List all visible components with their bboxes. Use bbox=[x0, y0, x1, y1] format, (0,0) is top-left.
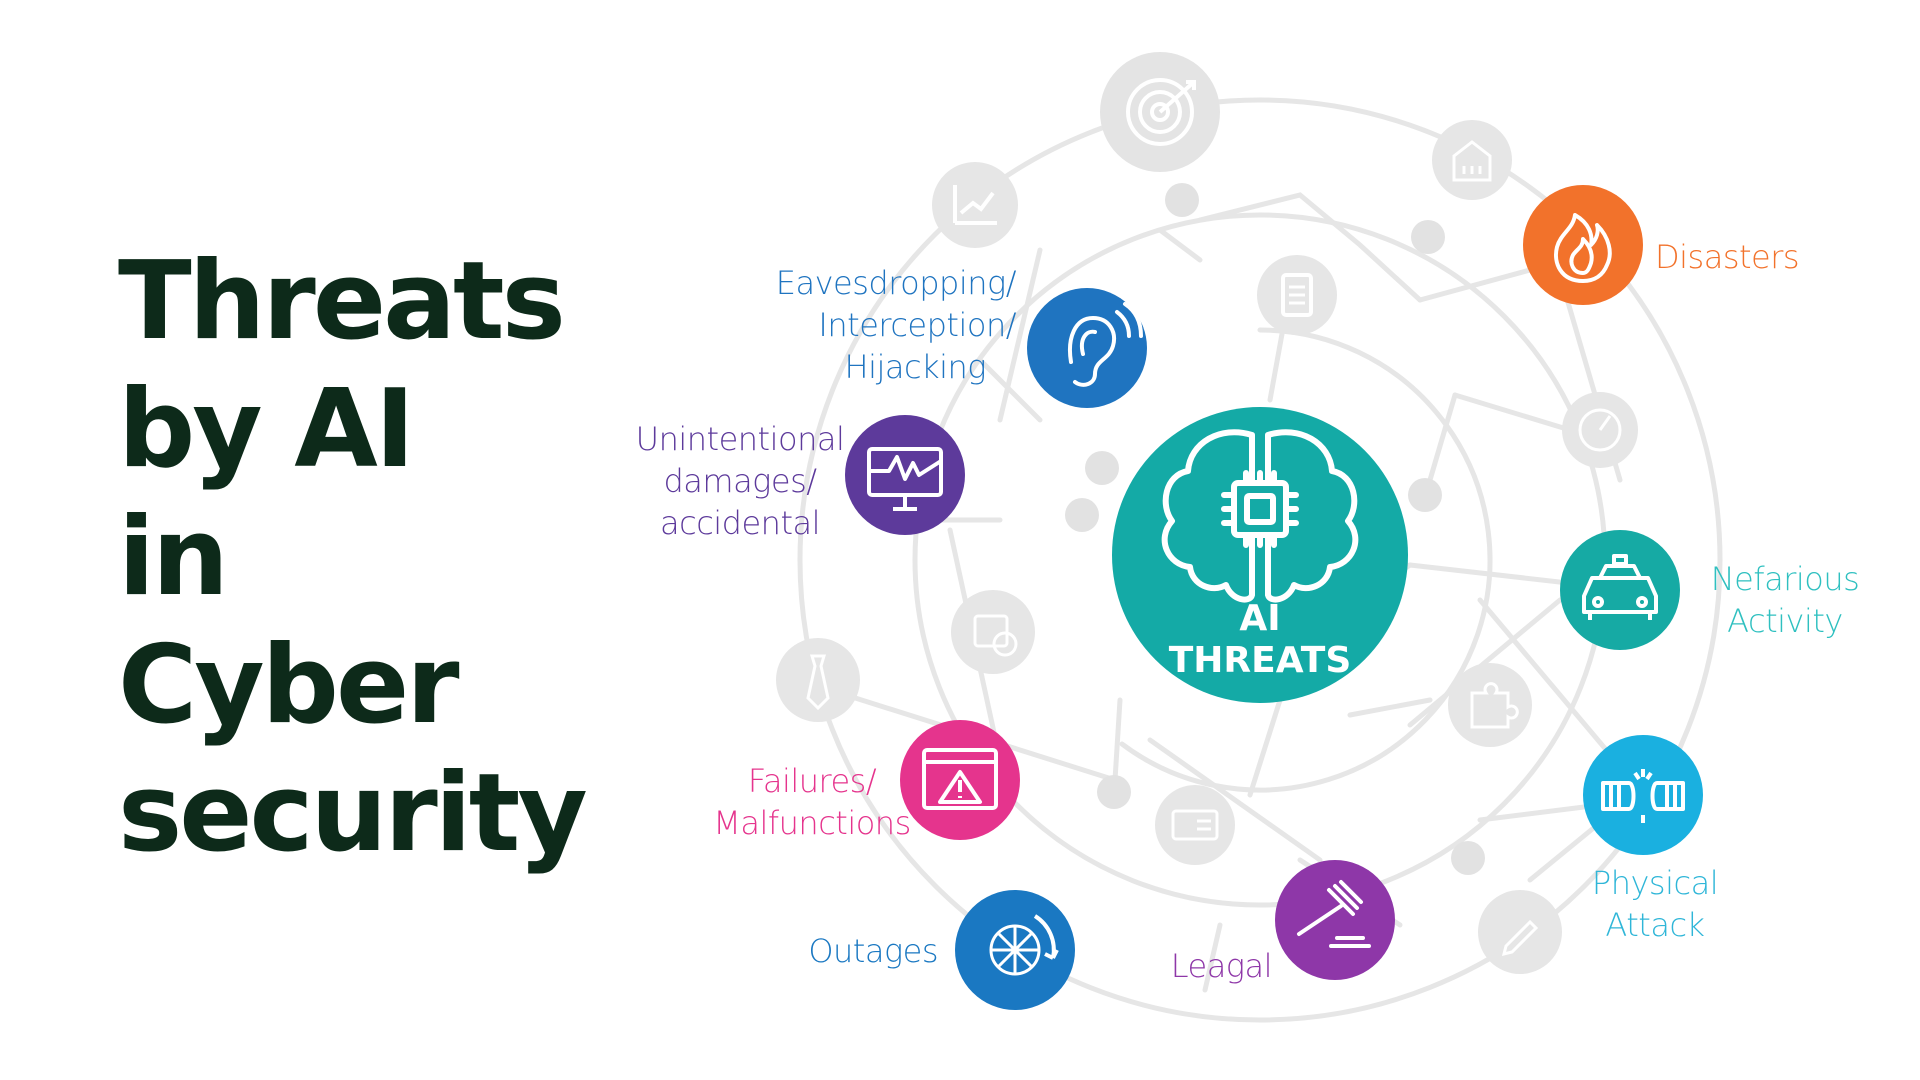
label-line: damages/ bbox=[663, 462, 817, 500]
label-line: Failures/ bbox=[747, 762, 877, 800]
node-dot bbox=[1408, 478, 1442, 512]
title-line: security bbox=[118, 751, 588, 876]
label-line: Leagal bbox=[1170, 947, 1273, 985]
puzzle-icon bbox=[1448, 663, 1532, 747]
label-line: accidental bbox=[659, 504, 821, 542]
broken-monitor-icon bbox=[867, 447, 943, 511]
label-line: Physical bbox=[1591, 864, 1719, 902]
label-line: Unintentional bbox=[635, 420, 845, 458]
title-line: Threats bbox=[118, 239, 566, 364]
id-card-icon bbox=[1155, 785, 1235, 865]
outages-label: Outages bbox=[808, 930, 938, 972]
gavel-icon bbox=[1297, 880, 1371, 948]
eavesdropping-node bbox=[1027, 288, 1147, 408]
node-dot bbox=[1097, 775, 1131, 809]
warning-window-icon bbox=[922, 748, 998, 810]
nefarious-node bbox=[1560, 530, 1680, 650]
physical-label: Physical Attack bbox=[1570, 862, 1740, 946]
small-nodes bbox=[1065, 183, 1485, 875]
chart-icon bbox=[932, 162, 1018, 248]
label-line: Outages bbox=[808, 932, 938, 970]
unintentional-node bbox=[845, 415, 965, 535]
eavesdropping-label: Eavesdropping/ Interception/ Hijacking bbox=[775, 262, 1017, 388]
physical-node bbox=[1583, 735, 1703, 855]
clipboard-icon bbox=[1257, 255, 1337, 335]
outages-node bbox=[955, 890, 1075, 1010]
node-dot bbox=[1085, 451, 1119, 485]
ear-icon bbox=[1068, 302, 1143, 387]
unintentional-label: Unintentional damages/ accidental bbox=[630, 418, 850, 544]
label-line: Activity bbox=[1727, 602, 1843, 640]
title-line: in bbox=[118, 495, 229, 620]
target-icon bbox=[1100, 52, 1220, 172]
label-line: Disasters bbox=[1655, 238, 1800, 276]
title-line: Cyber bbox=[118, 623, 459, 748]
hub-node: AI THREATS bbox=[1112, 407, 1408, 703]
title-line: by AI bbox=[118, 367, 415, 492]
legal-node bbox=[1275, 860, 1395, 980]
legal-label: Leagal bbox=[1170, 945, 1273, 987]
node-dot bbox=[1165, 183, 1199, 217]
label-line: Hijacking bbox=[844, 348, 987, 386]
label-line: Malfunctions bbox=[713, 804, 911, 842]
hub-circle bbox=[1112, 407, 1408, 703]
brain-chip-icon bbox=[1161, 429, 1359, 603]
node-dot bbox=[1451, 841, 1485, 875]
calendar-icon bbox=[951, 590, 1035, 674]
building-icon bbox=[1432, 120, 1512, 200]
failures-label: Failures/ Malfunctions bbox=[712, 760, 912, 844]
failures-node bbox=[900, 720, 1020, 840]
label-line: Nefarious bbox=[1710, 560, 1860, 598]
fists-icon bbox=[1601, 769, 1685, 823]
page-title: Threats by AI in Cyber security bbox=[118, 238, 588, 878]
node-dot bbox=[1411, 220, 1445, 254]
nefarious-label: Nefarious Activity bbox=[1695, 558, 1875, 642]
label-line: Eavesdropping/ bbox=[775, 264, 1017, 302]
node-dot bbox=[1065, 498, 1099, 532]
label-line: Interception/ bbox=[818, 306, 1016, 344]
disasters-label: Disasters bbox=[1655, 236, 1800, 278]
hub-label-line2: THREATS bbox=[1169, 640, 1352, 681]
tie-icon bbox=[776, 638, 860, 722]
disasters-node bbox=[1523, 185, 1643, 305]
pen-icon bbox=[1478, 890, 1562, 974]
fire-icon bbox=[1554, 213, 1612, 283]
dial-icon bbox=[1562, 392, 1638, 468]
hub-label-line1: AI bbox=[1239, 598, 1280, 639]
police-car-icon bbox=[1582, 554, 1658, 620]
label-line: Attack bbox=[1605, 906, 1705, 944]
network-globe-icon bbox=[989, 914, 1059, 976]
